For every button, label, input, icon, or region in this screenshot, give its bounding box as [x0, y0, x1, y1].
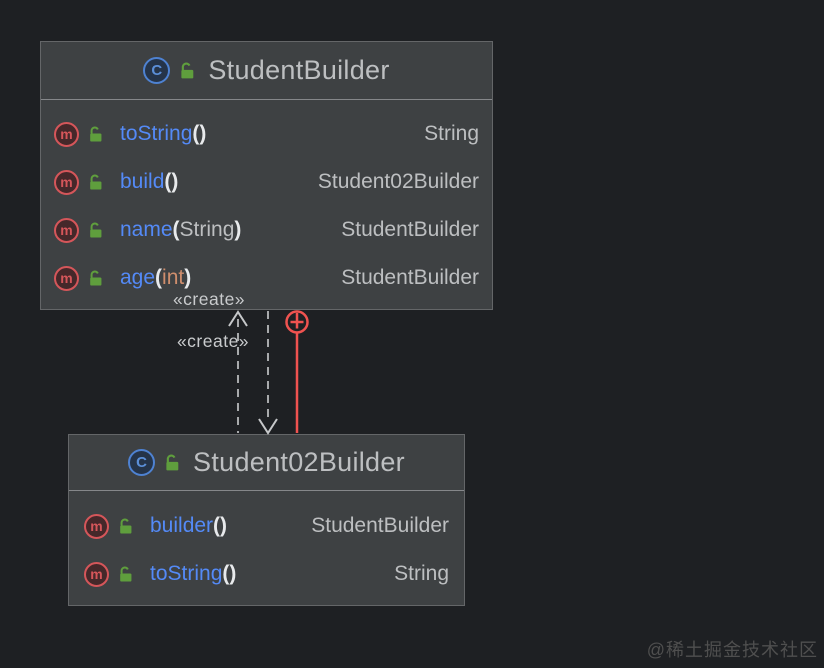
paren-open: ( [172, 218, 180, 241]
create-edge[interactable] [285, 310, 309, 433]
lock-open-icon [166, 454, 179, 470]
method-icon: m [84, 561, 109, 587]
lock-open-icon [120, 518, 132, 534]
method-icon: m [84, 513, 109, 539]
paren-close: ) [229, 562, 237, 585]
method-row-tostring[interactable]: m toString() String [84, 550, 449, 598]
paren-close: ) [220, 514, 228, 537]
class-icon: C [143, 57, 171, 84]
method-row-age[interactable]: m age(int) StudentBuilder [54, 254, 479, 302]
method-return-type: String [424, 122, 479, 145]
method-row-builder[interactable]: m builder() StudentBuilder [84, 502, 449, 550]
method-return-type: StudentBuilder [311, 514, 449, 537]
method-icon: m [54, 265, 79, 291]
method-list: m builder() StudentBuilder m toString() … [69, 491, 464, 598]
method-name: toString [120, 122, 193, 145]
paren-open: ( [192, 122, 200, 145]
method-return-type: StudentBuilder [341, 266, 479, 289]
class-name: Student02Builder [193, 447, 405, 477]
paren-close: ) [171, 170, 179, 193]
method-icon: m [54, 217, 79, 243]
method-name: toString [150, 562, 223, 585]
method-row-name[interactable]: m name(String) StudentBuilder [54, 206, 479, 254]
class-node-student02builder[interactable]: C Student02Builder m builder() StudentBu… [68, 434, 465, 606]
dependency-edge-up[interactable] [228, 310, 248, 433]
paren-close: ) [234, 218, 242, 241]
method-list: m toString() String m build() Student02B… [41, 100, 492, 302]
lock-open-icon [120, 566, 132, 582]
method-name: name [120, 218, 173, 241]
class-header[interactable]: C Student02Builder [69, 435, 464, 491]
method-param: int [162, 266, 185, 289]
method-return-type: String [394, 562, 449, 585]
paren-close: ) [184, 266, 192, 289]
method-icon: m [54, 169, 79, 195]
method-row-build[interactable]: m build() Student02Builder [54, 158, 479, 206]
paren-open: ( [222, 562, 230, 585]
method-name: builder [150, 514, 214, 537]
paren-open: ( [213, 514, 221, 537]
lock-open-icon [181, 62, 194, 78]
method-return-type: StudentBuilder [341, 218, 479, 241]
class-node-studentbuilder[interactable]: C StudentBuilder m toString() String m b… [40, 41, 493, 310]
paren-close: ) [199, 122, 207, 145]
paren-open: ( [164, 170, 172, 193]
method-name: build [120, 170, 165, 193]
lock-open-icon [90, 270, 102, 286]
edge-label-create: «create» [172, 289, 246, 309]
method-param: String [179, 218, 235, 241]
method-row-tostring[interactable]: m toString() String [54, 110, 479, 158]
paren-open: ( [155, 266, 163, 289]
method-return-type: Student02Builder [317, 170, 479, 193]
class-name: StudentBuilder [208, 55, 390, 85]
method-name: age [120, 266, 156, 289]
watermark: @稀土掘金技术社区 [646, 640, 818, 660]
lock-open-icon [90, 126, 102, 142]
class-icon: C [128, 449, 156, 476]
dependency-edge-down[interactable] [258, 311, 278, 435]
class-header[interactable]: C StudentBuilder [41, 42, 492, 100]
lock-open-icon [90, 174, 102, 190]
lock-open-icon [90, 222, 102, 238]
method-icon: m [54, 121, 79, 147]
edge-label-create: «create» [176, 331, 250, 351]
